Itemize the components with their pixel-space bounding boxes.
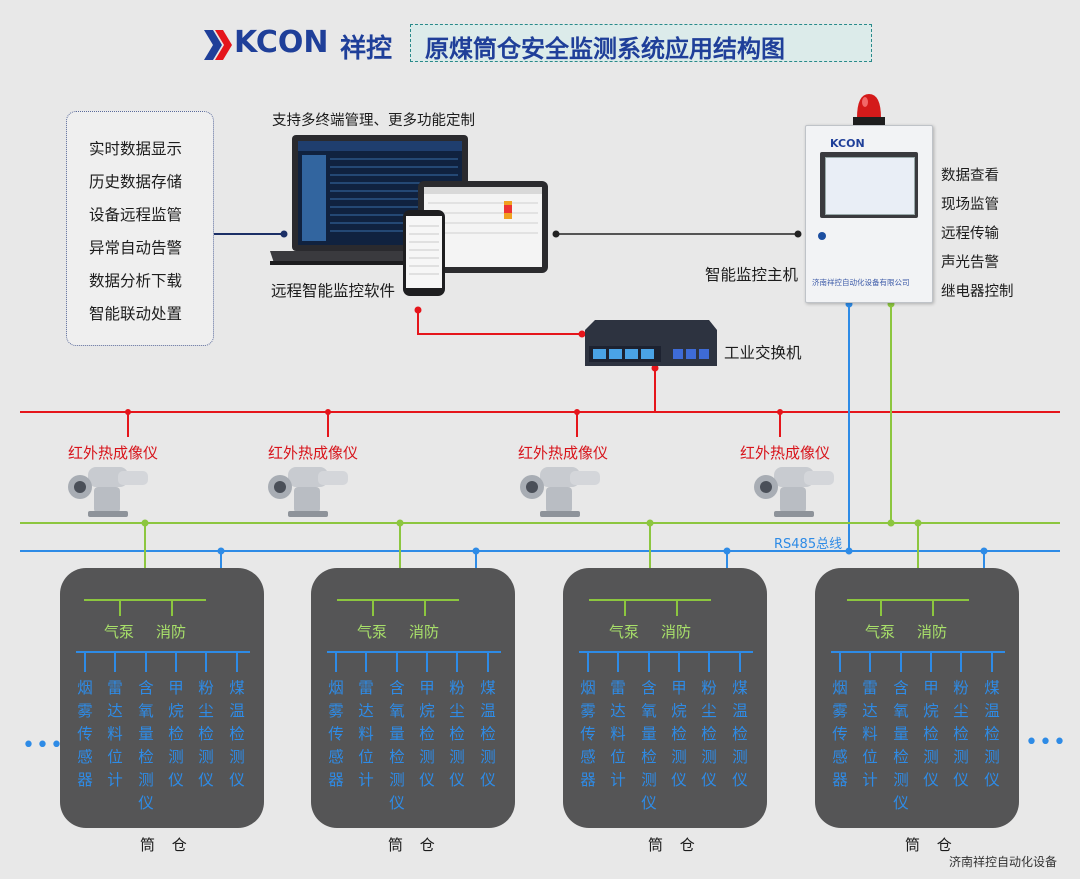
- sensor-label: 烟雾传感器: [832, 679, 848, 789]
- sensor-label: 雷达料位计: [107, 679, 123, 789]
- sensor-label: 甲烷检测仪: [671, 679, 687, 789]
- silo-label: 筒 仓: [140, 836, 193, 854]
- sensor-label: 甲烷检测仪: [419, 679, 435, 789]
- host-cabinet: KCON 济南祥控自动化设备有限公司: [805, 125, 933, 303]
- sensor-label: 甲烷检测仪: [923, 679, 939, 789]
- sensor-label: 含氧量检测仪: [893, 679, 909, 812]
- thermal-camera-icon: [268, 467, 348, 517]
- sensor-label: 煤温检测仪: [984, 679, 1000, 789]
- software-top-label: 支持多终端管理、更多功能定制: [272, 113, 475, 129]
- sensor-label: 烟雾传感器: [77, 679, 93, 789]
- host-label: 智能监控主机: [705, 266, 799, 284]
- feature-item: 智能联动处置: [89, 305, 183, 323]
- host-function: 声光告警: [941, 255, 999, 271]
- phone-icon: [403, 210, 445, 296]
- sensor-label: 含氧量检测仪: [641, 679, 657, 812]
- sensor-label: 甲烷检测仪: [168, 679, 184, 789]
- thermal-camera-label: 红外热成像仪: [740, 444, 831, 462]
- thermal-camera-label: 红外热成像仪: [518, 444, 609, 462]
- sensor-label: 雷达料位计: [358, 679, 374, 789]
- switch-icon: [585, 320, 717, 366]
- thermal-camera: [518, 463, 604, 519]
- software-bottom-label: 远程智能监控软件: [271, 282, 396, 300]
- silo: 气泵 消防 烟雾传感器 雷达料位计 含氧量检测仪 甲烷检测仪 粉尘检测仪 煤温检…: [311, 568, 515, 828]
- thermal-camera-icon: [520, 467, 600, 517]
- fire-protection-label: 消防: [409, 623, 440, 641]
- sensor-label: 煤温检测仪: [480, 679, 496, 789]
- sensor-label: 烟雾传感器: [328, 679, 344, 789]
- sensor-label: 粉尘检测仪: [449, 679, 465, 789]
- thermal-camera-icon: [754, 467, 834, 517]
- host-function: 远程传输: [941, 226, 999, 242]
- air-pump-label: 气泵: [609, 623, 640, 641]
- host-panel-brand: KCON: [830, 137, 865, 150]
- thermal-camera: [66, 463, 152, 519]
- industrial-switch: [585, 320, 717, 368]
- fire-protection-label: 消防: [917, 623, 948, 641]
- silo-label: 筒 仓: [648, 836, 701, 854]
- alarm-light-icon: [853, 94, 885, 125]
- footer-company: 济南祥控自动化设备: [949, 855, 1058, 869]
- silo-wiring: [76, 599, 250, 672]
- feature-item: 数据分析下载: [89, 272, 183, 290]
- air-pump-label: 气泵: [104, 623, 135, 641]
- fire-protection-label: 消防: [156, 623, 187, 641]
- more-right-ellipsis: •••: [1025, 730, 1067, 755]
- silo-label: 筒 仓: [905, 836, 958, 854]
- host-screen-display: [825, 157, 915, 215]
- silo-wiring: [327, 599, 501, 672]
- rs485-bus-label: RS485总线: [774, 537, 843, 552]
- sensor-label: 雷达料位计: [862, 679, 878, 789]
- switch-label: 工业交换机: [724, 344, 802, 362]
- silo: 气泵 消防 烟雾传感器 雷达料位计 含氧量检测仪 甲烷检测仪 粉尘检测仪 煤温检…: [563, 568, 767, 828]
- air-pump-label: 气泵: [865, 623, 896, 641]
- sensor-label: 煤温检测仪: [732, 679, 748, 789]
- silo: 气泵 消防 烟雾传感器 雷达料位计 含氧量检测仪 甲烷检测仪 粉尘检测仪 煤温检…: [60, 568, 264, 828]
- host-function: 现场监管: [941, 197, 999, 213]
- host-panel-company: 济南祥控自动化设备有限公司: [812, 278, 910, 287]
- feature-item: 实时数据显示: [89, 140, 183, 158]
- thermal-camera: [752, 463, 838, 519]
- sensor-label: 含氧量检测仪: [138, 679, 154, 812]
- sensor-label: 煤温检测仪: [229, 679, 245, 789]
- title-frame: 原煤筒仓安全监测系统应用结构图: [410, 24, 872, 63]
- sensor-label: 烟雾传感器: [580, 679, 596, 789]
- feature-item: 设备远程监管: [89, 206, 183, 224]
- sensor-label: 雷达料位计: [610, 679, 626, 789]
- phone-illustration: [403, 210, 445, 296]
- host-touchscreen: [820, 152, 918, 218]
- sensor-label: 含氧量检测仪: [389, 679, 405, 812]
- page-title: 原煤筒仓安全监测系统应用结构图: [425, 35, 785, 63]
- sensor-label: 粉尘检测仪: [701, 679, 717, 789]
- feature-list: 实时数据显示 历史数据存储 设备远程监管 异常自动告警 数据分析下载 智能联动处…: [66, 111, 214, 346]
- silo: 气泵 消防 烟雾传感器 雷达料位计 含氧量检测仪 甲烷检测仪 粉尘检测仪 煤温检…: [815, 568, 1019, 828]
- host-function: 数据查看: [941, 168, 999, 184]
- logo-mark-icon: [204, 30, 232, 60]
- silo-wiring: [579, 599, 753, 672]
- more-left-ellipsis: •••: [22, 733, 64, 758]
- feature-item: 历史数据存储: [89, 173, 183, 191]
- host-indicator-light: [818, 232, 826, 240]
- alarm-beacon: [852, 92, 886, 126]
- thermal-camera-label: 红外热成像仪: [268, 444, 359, 462]
- feature-item: 异常自动告警: [89, 239, 183, 257]
- air-pump-label: 气泵: [357, 623, 388, 641]
- silo-wiring: [831, 599, 1005, 672]
- sensor-label: 粉尘检测仪: [198, 679, 214, 789]
- logo-brand-cn: 祥控: [340, 34, 393, 64]
- silo-label: 筒 仓: [388, 836, 441, 854]
- sensor-label: 粉尘检测仪: [953, 679, 969, 789]
- thermal-camera: [266, 463, 352, 519]
- thermal-camera-icon: [68, 467, 148, 517]
- host-function: 继电器控制: [941, 284, 1014, 300]
- logo-text: KCON: [234, 25, 329, 60]
- thermal-camera-label: 红外热成像仪: [68, 444, 159, 462]
- fire-protection-label: 消防: [661, 623, 692, 641]
